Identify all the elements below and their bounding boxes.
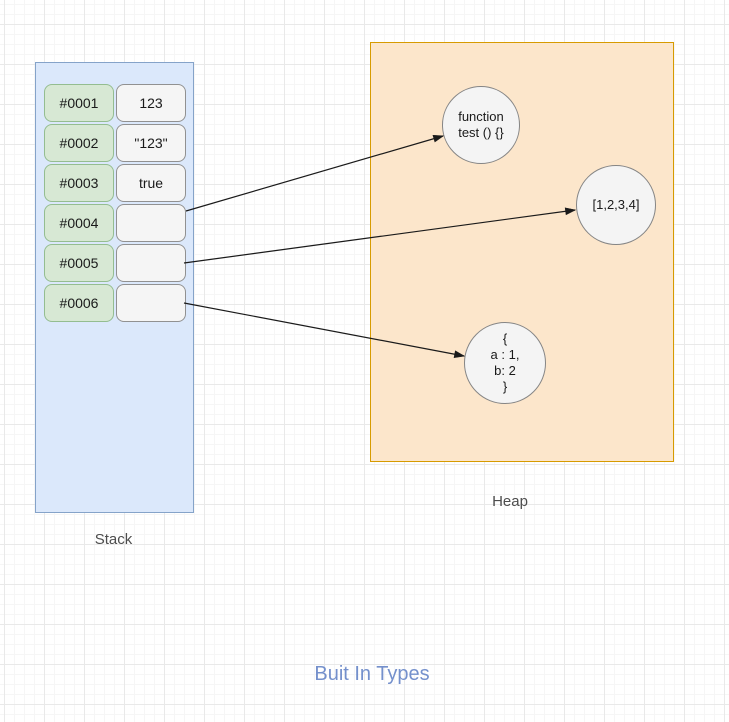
stack-value-cell-4: [116, 204, 186, 242]
heap-node-array-text: [1,2,3,4]: [592, 196, 640, 212]
stack-value-cell-3: true: [116, 164, 186, 202]
heap-node-array: [1,2,3,4]: [576, 165, 656, 245]
stack-value-cell-5: [116, 244, 186, 282]
diagram-title: Buit In Types: [314, 663, 430, 685]
stack-row-6: #0006: [44, 284, 186, 322]
heap-node-object-text: { a : 1, b: 2 }: [490, 330, 520, 395]
stack-address-cell-4: #0004: [44, 204, 114, 242]
stack-address-cell-5: #0005: [44, 244, 114, 282]
heap-label: Heap: [492, 493, 528, 510]
stack-row-1: #0001 123: [44, 84, 186, 122]
stack-address-cell-3: #0003: [44, 164, 114, 202]
stack-value-cell-6: [116, 284, 186, 322]
stack-value-cell-1: 123: [116, 84, 186, 122]
stack-address-cell-6: #0006: [44, 284, 114, 322]
stack-row-2: #0002 "123": [44, 124, 186, 162]
stack-container: #0001 123 #0002 "123" #0003 true #0004 #…: [35, 62, 194, 513]
stack-value-cell-2: "123": [116, 124, 186, 162]
heap-node-function: function test () {}: [442, 86, 520, 164]
heap-node-function-text: function test () {}: [458, 108, 504, 140]
stack-address-cell-1: #0001: [44, 84, 114, 122]
stack-address-cell-2: #0002: [44, 124, 114, 162]
stack-row-3: #0003 true: [44, 164, 186, 202]
stack-row-5: #0005: [44, 244, 186, 282]
stack-label: Stack: [94, 531, 133, 548]
stack-row-4: #0004: [44, 204, 186, 242]
heap-node-object: { a : 1, b: 2 }: [464, 322, 546, 404]
